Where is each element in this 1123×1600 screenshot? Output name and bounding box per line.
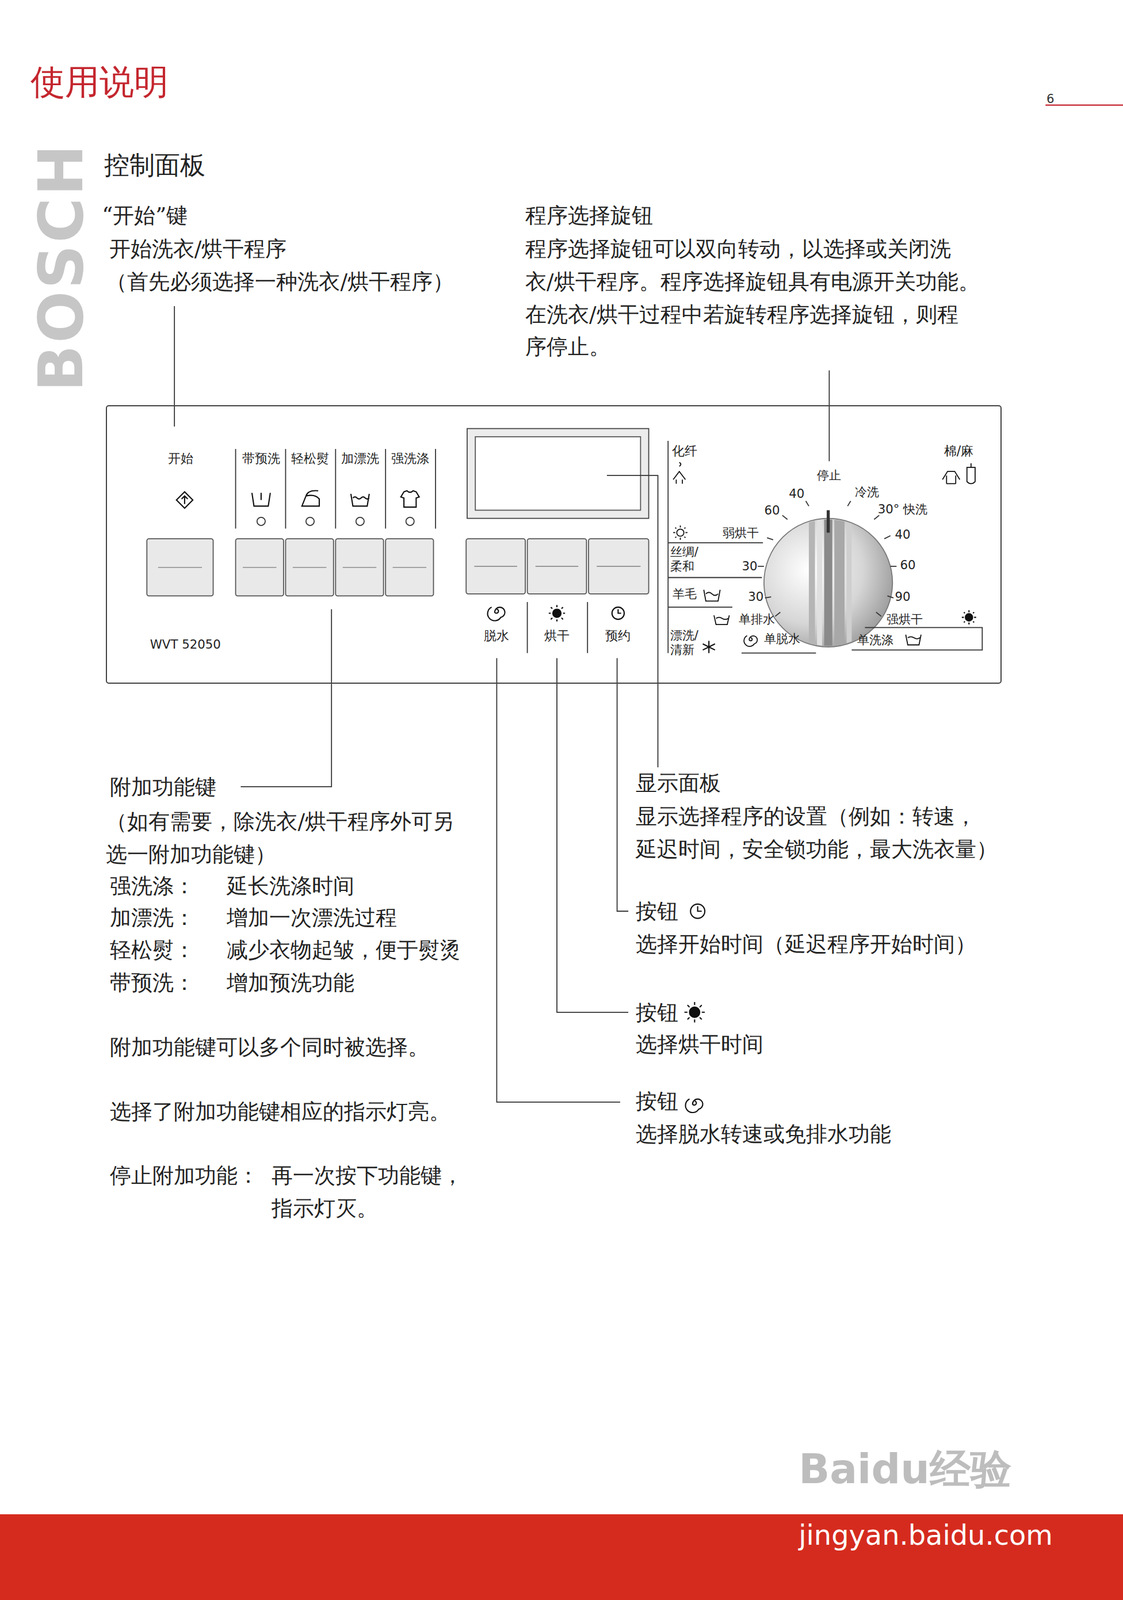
callout-text: 按钮	[635, 896, 679, 925]
panel-label: 轻松熨	[291, 449, 330, 467]
panel-label: 30° 快洗	[877, 501, 928, 518]
callout-text: 附加功能键	[109, 772, 217, 801]
callout-text: 使用说明	[30, 59, 169, 105]
callout-text: （如有需要，除洗衣/烘干程序外可另 选一附加功能键）	[105, 804, 454, 870]
callout-text: 按钮	[635, 998, 679, 1026]
panel-label: 烘干	[544, 627, 570, 644]
callout-text: 加漂洗：	[109, 903, 196, 931]
callout-text: 带预洗：	[109, 968, 196, 996]
callout-text: 减少衣物起皱，便于熨烫	[226, 935, 461, 964]
panel-label: 30	[742, 558, 758, 575]
panel-label: 40	[895, 526, 911, 543]
panel-label: 冷洗	[854, 483, 880, 500]
panel-label: 强洗涤	[391, 449, 430, 467]
callout-text: 附加功能键可以多个同时被选择。	[109, 1032, 430, 1061]
callout-text: 停止附加功能：	[109, 1160, 259, 1189]
callout-text: （首先必须选择一种洗衣/烘干程序）	[105, 267, 454, 296]
panel-label: 30	[747, 588, 764, 605]
panel-label: 羊毛	[672, 585, 697, 602]
panel-label: 90	[895, 588, 911, 605]
callout-text: 强洗涤：	[109, 871, 196, 900]
callout-text: BOSCH	[21, 142, 101, 392]
callout-text: 程序选择旋钮	[525, 201, 653, 229]
panel-label: 开始	[167, 449, 194, 467]
panel-label: 加漂洗	[341, 449, 380, 467]
panel-label: 漂洗/ 清新	[670, 628, 699, 658]
callout-text: 显示面板	[635, 768, 721, 797]
callout-text: 显示选择程序的设置（例如：转速， 延迟时间，安全锁功能，最大洗衣量）	[635, 799, 998, 865]
callout-text: 增加预洗功能	[226, 968, 355, 996]
model-number: WVT 52050	[150, 636, 221, 652]
panel-label: 带预洗	[242, 449, 281, 467]
watermark: Baidu经验	[798, 1442, 1011, 1496]
callout-text: 选择烘干时间	[635, 1029, 764, 1058]
panel-label: 预约	[605, 627, 631, 644]
panel-label: 单排水	[738, 610, 775, 628]
section-title: 控制面板	[104, 148, 206, 182]
callout-text: 选择了附加功能键相应的指示灯亮。	[109, 1097, 451, 1125]
callout-text: 选择脱水转速或免排水功能	[635, 1119, 892, 1148]
callout-text: 开始洗衣/烘干程序	[109, 234, 288, 263]
callout-text: “开始”键	[101, 201, 188, 229]
callout-text: 增加一次漂洗过程	[226, 903, 397, 931]
panel-label: 脱水	[483, 627, 510, 644]
callout-text: 按钮	[635, 1086, 679, 1115]
panel-label: 棉/麻	[944, 442, 974, 460]
callout-text: 再一次按下功能键， 指示灯灭。	[271, 1158, 464, 1224]
panel-label: 丝绸/ 柔和	[670, 544, 699, 574]
panel-label: 60	[764, 502, 781, 519]
callout-text: 选择开始时间（延迟程序开始时间）	[635, 929, 977, 958]
panel-label: 单脱水	[764, 630, 801, 647]
panel-label: 单洗涤	[857, 631, 894, 648]
panel-label: 停止	[816, 467, 842, 484]
panel-label: 60	[899, 556, 916, 574]
panel-label: 强烘干	[886, 610, 923, 628]
panel-label: 6	[1046, 90, 1055, 108]
panel-label: 化纤	[671, 442, 698, 460]
panel-label: 40	[788, 485, 805, 502]
callout-text: 延长洗涤时间	[226, 871, 355, 900]
panel-label: 弱烘干	[722, 524, 759, 541]
callout-text: 程序选择旋钮可以双向转动，以选择或关闭洗 衣/烘干程序。程序选择旋钮具有电源开关…	[525, 232, 980, 364]
callout-text: 轻松熨：	[109, 935, 196, 964]
website-footer: jingyan.baidu.com	[798, 1517, 1053, 1553]
